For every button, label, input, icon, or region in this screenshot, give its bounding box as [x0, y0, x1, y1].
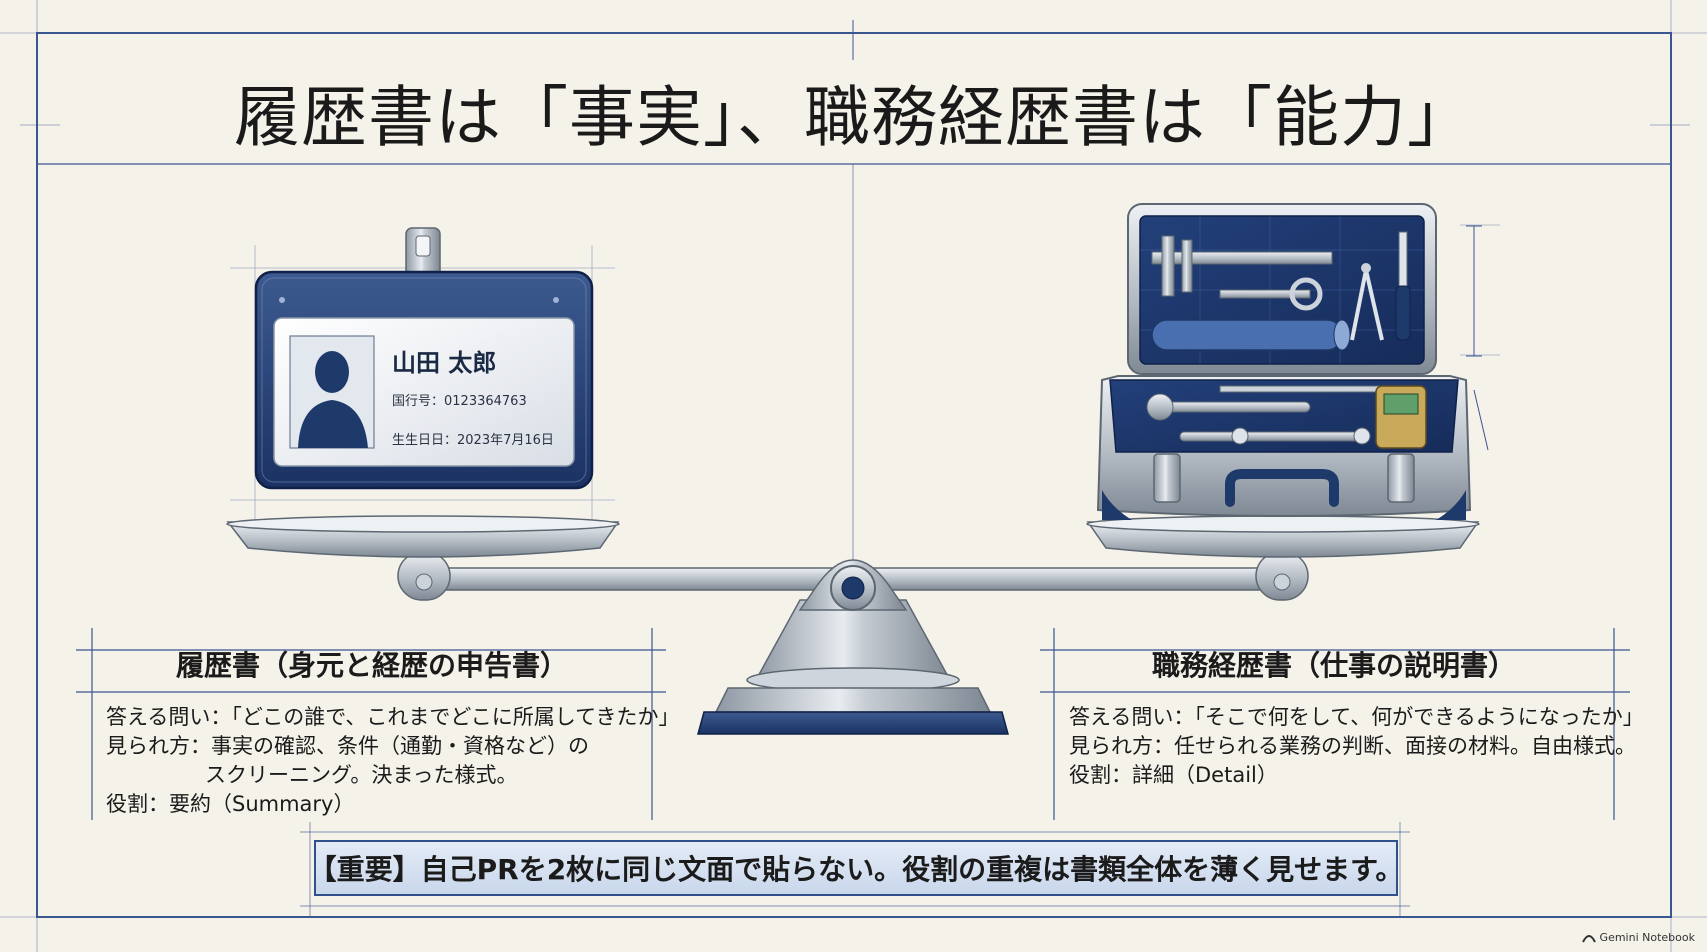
important-banner: 【重要】自己PRを2枚に同じ文面で貼らない。役割の重複は書類全体を薄く見せます。 [309, 840, 1403, 896]
right-pane-line: 答える問い：「そこで何をして、何ができるようになったか」 [1069, 705, 1644, 729]
important-banner-text: 【重要】自己PRを2枚に同じ文面で貼らない。役割の重複は書類全体を薄く見せます。 [308, 853, 1404, 886]
credit-text: Gemini Notebook [1599, 931, 1695, 944]
left-pane-line: 役割：要約（Summary） [106, 792, 355, 816]
id-card-name: 山田 太郎 [392, 349, 497, 377]
credit: Gemini Notebook [1581, 931, 1695, 944]
left-pane-line: 答える問い：「どこの誰で、これまでどこに所属してきたか」 [106, 705, 680, 729]
id-card-birthdate: 生生日日：2023年7月16日 [392, 433, 554, 448]
id-card-text: 山田 太郎 国行号：0123364763 生生日日：2023年7月16日 [392, 343, 554, 448]
page-title: 履歴書は「事実」、職務経歴書は「能力」 [234, 79, 1474, 156]
id-card-number: 国行号：0123364763 [392, 394, 527, 409]
balance-scale-icon [226, 515, 1480, 735]
person-silhouette-icon [298, 351, 368, 448]
toolbox-icon [1096, 203, 1489, 520]
right-pane-line: 見られ方：任せられる業務の判断、面接の材料。自由様式。 [1069, 734, 1636, 758]
right-pane-heading: 職務経歴書（仕事の説明書） [1151, 649, 1516, 682]
left-pane-heading: 履歴書（身元と経歴の申告書） [175, 649, 568, 682]
left-pane-line: スクリーニング。決まった様式。 [205, 763, 518, 787]
notebook-logo-icon [1581, 934, 1596, 942]
right-pane-body: 答える問い：「そこで何をして、何ができるようになったか」 見られ方：任せられる業… [1069, 703, 1644, 790]
id-card-icon [254, 227, 594, 490]
left-pane-body: 答える問い：「どこの誰で、これまでどこに所属してきたか」 見られ方：事実の確認、… [106, 703, 680, 819]
left-pane-line: 見られ方：事実の確認、条件（通勤・資格など）の [106, 734, 589, 758]
right-pane-line: 役割：詳細（Detail） [1069, 763, 1278, 787]
